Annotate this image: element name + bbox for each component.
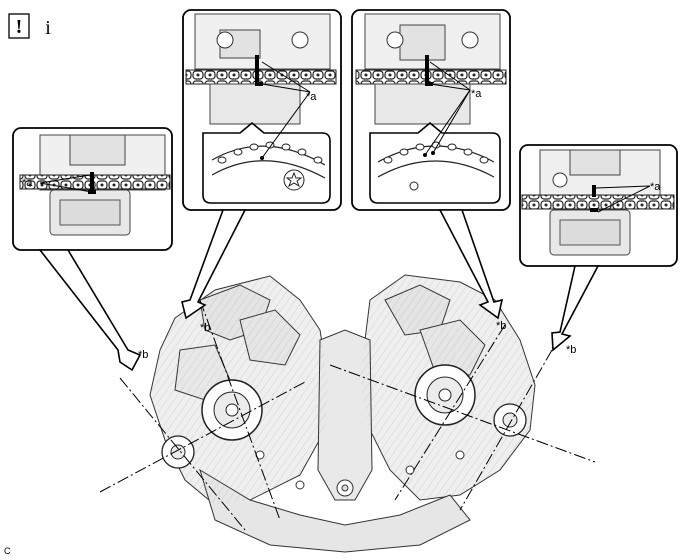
callout-b-right-outer: *b bbox=[566, 344, 576, 356]
callout-a-left: *a bbox=[22, 177, 33, 189]
callout-a-center-left: *a bbox=[306, 91, 317, 103]
info-icon-glyph: i bbox=[45, 17, 51, 39]
left-intake-sprocket bbox=[201, 379, 263, 441]
pointer-arrow-left bbox=[38, 249, 142, 372]
left-exhaust-sprocket bbox=[161, 435, 195, 469]
warning-icon: ! bbox=[8, 13, 30, 39]
callout-b-center-right: *b bbox=[496, 320, 506, 332]
pointer-arrow-right bbox=[551, 265, 600, 352]
detail-box-left-exhaust: *a bbox=[12, 127, 173, 251]
right-intake-sprocket bbox=[414, 364, 476, 426]
figure-code: C bbox=[4, 546, 11, 556]
callout-b-center-left: *b bbox=[200, 322, 210, 334]
callout-b-left-outer: *b bbox=[138, 349, 148, 361]
pointer-arrow-center-right bbox=[438, 209, 504, 320]
callout-a-center-right: *a bbox=[471, 88, 482, 100]
warning-icon-glyph: ! bbox=[16, 16, 23, 38]
pointer-arrow-center-left bbox=[181, 209, 247, 320]
callout-a-right: *a bbox=[650, 181, 661, 193]
alignment-lines bbox=[99, 299, 596, 531]
detail-box-right-intake: *a bbox=[351, 9, 511, 211]
detail-box-left-intake: *a bbox=[182, 9, 342, 211]
info-icon: i bbox=[45, 17, 51, 39]
detail-box-right-exhaust: *a bbox=[519, 144, 678, 267]
